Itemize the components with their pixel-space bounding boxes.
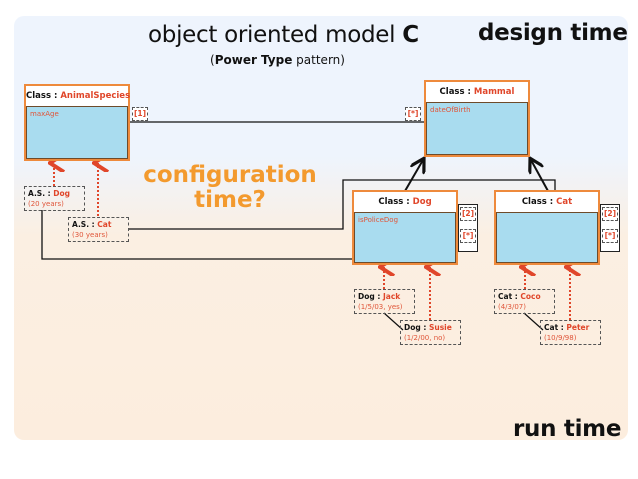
multiplicity-dog-upper: [2] bbox=[460, 207, 476, 221]
class-animal-species[interactable]: Class : AnimalSpecies maxAge bbox=[24, 84, 130, 161]
class-dog[interactable]: Class : Dog isPoliceDog bbox=[352, 190, 458, 265]
title-model-letter: C bbox=[402, 22, 419, 48]
instance-prefix: Dog : bbox=[404, 323, 429, 332]
class-prefix: Class : bbox=[521, 197, 557, 207]
instance-prefix: A.S. : bbox=[28, 189, 54, 198]
instance-detail: (4/3/07) bbox=[498, 303, 526, 311]
multiplicity-mammal: [*] bbox=[405, 107, 421, 121]
class-prefix: Class : bbox=[378, 197, 413, 207]
configuration-line-1: configuration bbox=[143, 162, 317, 188]
class-attribute: isPoliceDog bbox=[358, 216, 399, 224]
instance-dog-jack[interactable]: Dog : Jack (1/5/03, yes) bbox=[354, 289, 415, 314]
generalization-cat-mammal bbox=[531, 160, 549, 192]
instance-detail: (20 years) bbox=[28, 200, 64, 208]
subtitle-paren: ( bbox=[210, 53, 215, 67]
instance-as-dog[interactable]: A.S. : Dog (20 years) bbox=[24, 186, 85, 211]
instance-dog-susie[interactable]: Dog : Susie (1/2/00, no) bbox=[400, 320, 461, 345]
instance-prefix: Cat : bbox=[544, 323, 567, 332]
instance-name: Jack bbox=[382, 292, 401, 301]
subtitle-pattern-name: Power Type bbox=[214, 53, 293, 67]
class-name: AnimalSpecies bbox=[60, 91, 131, 101]
instance-detail: (1/2/00, no) bbox=[404, 334, 446, 342]
instance-name: Dog bbox=[53, 189, 71, 198]
class-body: maxAge bbox=[26, 107, 128, 159]
class-prefix: Class : bbox=[439, 87, 474, 97]
multiplicity-dog-lower: [*] bbox=[460, 229, 476, 243]
class-body bbox=[496, 213, 598, 263]
class-name: Dog bbox=[412, 197, 432, 207]
instance-prefix: Cat : bbox=[498, 292, 521, 301]
configuration-line-2: time? bbox=[194, 187, 266, 213]
class-body: dateOfBirth bbox=[426, 103, 528, 155]
class-header: Class : Dog bbox=[354, 192, 456, 213]
link-jack-susie bbox=[383, 312, 404, 331]
instance-prefix: A.S. : bbox=[72, 220, 98, 229]
page-subtitle: (Power Type pattern) bbox=[210, 53, 345, 67]
design-time-label: design time bbox=[478, 20, 628, 46]
page-title: object oriented model C bbox=[148, 22, 419, 48]
link-as-cat-to-cat bbox=[128, 179, 556, 230]
link-as-dog-to-dog bbox=[41, 210, 352, 260]
instance-name: Susie bbox=[428, 323, 452, 332]
subtitle-rest: pattern) bbox=[292, 53, 345, 67]
class-attribute: maxAge bbox=[30, 110, 59, 118]
class-mammal[interactable]: Class : Mammal dateOfBirth bbox=[424, 80, 530, 157]
class-name: Mammal bbox=[473, 87, 515, 97]
class-cat[interactable]: Class : Cat bbox=[494, 190, 600, 265]
instance-prefix: Dog : bbox=[358, 292, 383, 301]
instance-name: Peter bbox=[566, 323, 590, 332]
link-coco-peter bbox=[523, 312, 544, 331]
instance-cat-peter[interactable]: Cat : Peter (10/9/98) bbox=[540, 320, 601, 345]
instance-name: Coco bbox=[520, 292, 541, 301]
multiplicity-cat-upper: [2] bbox=[602, 207, 618, 221]
class-body: isPoliceDog bbox=[354, 213, 456, 263]
configuration-time-label: configuration time? bbox=[140, 163, 320, 213]
class-header: Class : Cat bbox=[496, 192, 598, 213]
generalization-dog-mammal bbox=[404, 160, 423, 192]
run-time-label: run time bbox=[513, 416, 622, 442]
class-attribute bbox=[497, 213, 597, 219]
instance-detail: (1/5/03, yes) bbox=[358, 303, 403, 311]
instance-detail: (30 years) bbox=[72, 231, 108, 239]
class-header: Class : Mammal bbox=[426, 82, 528, 103]
multiplicity-cat-lower: [*] bbox=[602, 229, 618, 243]
instance-as-cat[interactable]: A.S. : Cat (30 years) bbox=[68, 217, 129, 242]
instance-name: Cat bbox=[97, 220, 112, 229]
class-name: Cat bbox=[556, 197, 573, 207]
multiplicity-animal-species: [1] bbox=[132, 107, 148, 121]
instance-cat-coco[interactable]: Cat : Coco (4/3/07) bbox=[494, 289, 555, 314]
instance-detail: (10/9/98) bbox=[544, 334, 577, 342]
class-attribute: dateOfBirth bbox=[430, 106, 471, 114]
class-header: Class : AnimalSpecies bbox=[26, 86, 131, 107]
class-prefix: Class : bbox=[26, 91, 61, 101]
title-text: object oriented model bbox=[148, 22, 403, 48]
